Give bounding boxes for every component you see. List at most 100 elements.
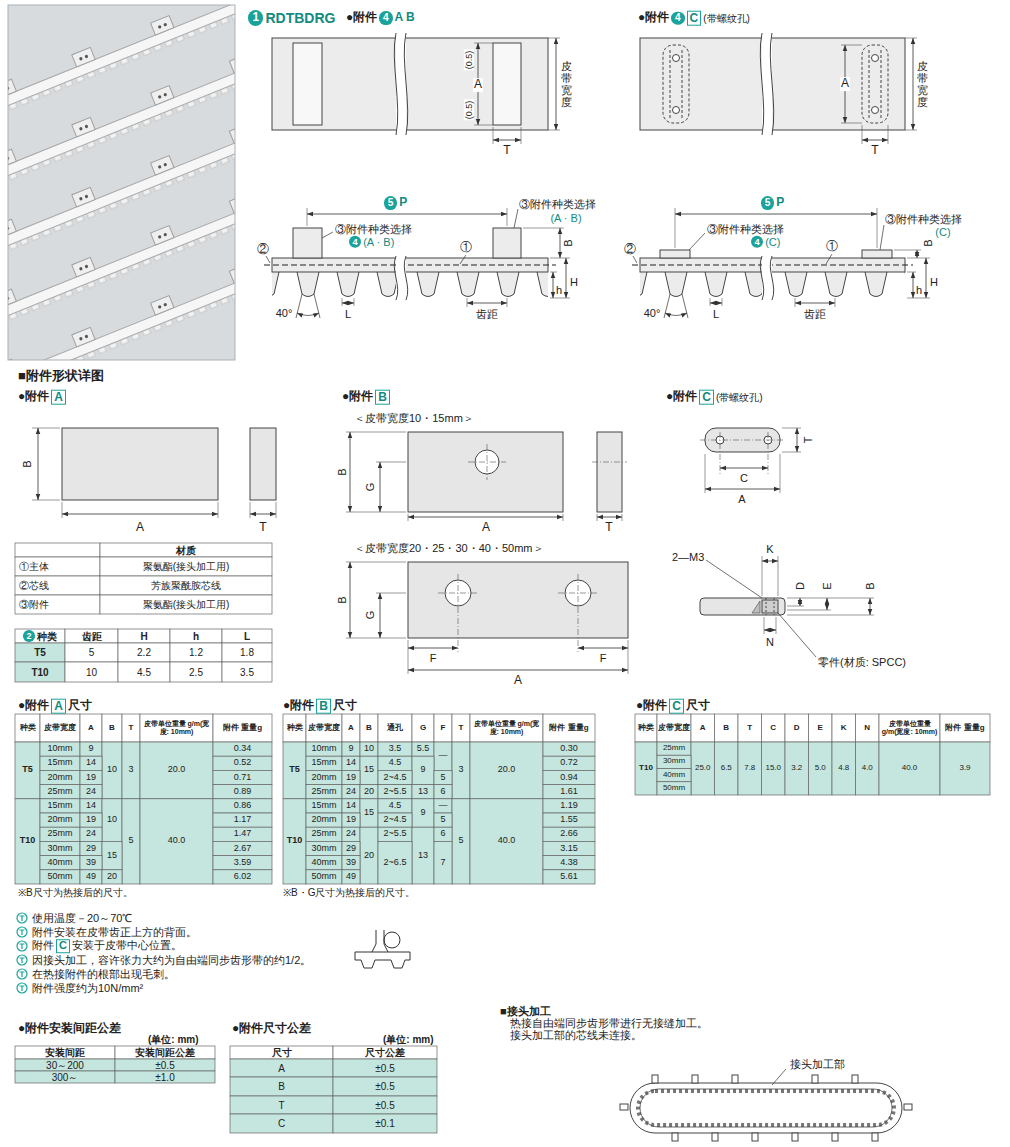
attachment-a-drawing [62,502,63,518]
table-cell-text: 20 [364,787,374,797]
label-group: ＜皮带宽度10・15mm＞ [354,412,474,425]
table-cell-ground [470,799,543,884]
table-cell-text: 6 [440,829,445,839]
table-cell-text: 25.0 [695,764,711,773]
table-cell-ground [122,714,140,742]
table-cell: 25mm [657,742,691,755]
label-group: ③附件种类选择 [885,213,962,226]
belt-side-view-ab [523,228,564,229]
table-cell-ground [378,841,412,884]
annotation-text: ＜皮带宽度20・25・30・40・50mm＞ [354,542,544,555]
attachment-b-drawing [346,432,406,433]
table-cell-text: 20mm [47,815,72,825]
belt-top-view-c [862,45,888,123]
table-cell-text: 5.5 [417,744,430,754]
table-cell-ground [333,1046,437,1059]
table-cell: 0.86 [213,799,272,813]
table-cell: T10 [635,742,657,795]
table-cell-text: T5 [34,647,46,658]
annotation-text: ●附件 [283,699,314,713]
attachment-b-drawing [346,512,406,513]
table-cell-text: 5.61 [560,872,578,882]
table-cell-text: T [129,724,134,733]
attachment-c-drawing [787,606,804,607]
annotation-text: ●附件 [636,699,667,713]
tag-letter: A [51,390,66,405]
annotation-text: A B [395,11,415,25]
joint-loop-belt [692,1075,698,1083]
table-cell: N [856,714,880,742]
table-cell: 5 [434,813,452,827]
table-cell-text: A [278,1063,285,1074]
belt-top-view-c [888,125,889,144]
attachment-c-drawing [762,556,763,596]
table-cell: T5 [15,742,40,799]
table-cell-text: ②芯线 [19,580,49,591]
table-cell-text: 20mm [311,815,336,825]
annotation-text: C [740,472,748,485]
table-cell: 49 [80,870,102,884]
belt-top-view-c [881,50,882,118]
table-cell: 皮带单位重量 g/m(宽度: 10mm) [879,714,940,742]
table-cell-ground [80,770,102,784]
attachment-c-drawing [797,428,798,452]
attachment-a-drawing [218,502,219,518]
dimension-label: G [364,483,377,492]
belt-side-view-ab [560,228,561,258]
table-cell-ground [434,714,452,742]
table-cell: 芳族聚酰胺芯线 [100,576,272,595]
table-cell-text: 4.5 [389,758,402,768]
joint-loop-belt [630,1083,902,1133]
table-cell-ground [856,742,880,795]
table-cell: 10 [360,742,378,756]
table-cell-text: 1.17 [234,815,252,825]
joint-loop-belt [772,1069,786,1085]
label-group: G [366,481,375,494]
table-cell-text: 20.0 [498,765,516,775]
attachment-b-drawing [376,593,406,594]
table-cell-text: 30mm [311,844,336,854]
annotation-text: (C) [765,236,780,249]
note-icon [17,913,27,993]
table-cell: 4.5 [378,799,412,813]
note-icon [17,927,27,937]
attachment-c-drawing [782,428,801,429]
table-cell-text: 50mm [47,872,72,882]
label-group: 4(C) [751,236,780,249]
table-cell-text: 0.71 [234,773,252,783]
table-cell-ground [879,742,940,795]
dimension-label: (0.5) [464,100,474,121]
table-cell-ground [122,742,140,799]
belt-top-view-ab [394,33,397,135]
table-cell-text: 7 [440,858,445,868]
table-cell: 5 [434,770,452,784]
annotation-text: ●附件 [342,390,373,404]
attachment-b-drawing [408,648,458,649]
belt-side-view-ab [354,298,355,306]
table-cell: 0.72 [543,756,595,770]
table-cell-text: 15 [364,765,374,775]
table-cell-text: 40.0 [498,836,516,846]
table-cell-text: 4.38 [560,858,578,868]
annotation-text: ■接头加工 [500,1005,551,1018]
belt-side-view-c [826,254,832,264]
label-group: K [766,543,773,556]
table-cell-ground [378,770,412,784]
label-group: h [556,284,562,297]
attachment-a-drawing [32,428,276,518]
table-cell-text: 皮带单位重量 g/m(宽度: 10mm) [141,720,212,735]
attachment-b-drawing [628,640,629,674]
table-cell-text: 皮带单位重量 g/m(宽度: 10mm) [471,720,542,735]
table-cell-text: 0.52 [234,758,252,768]
table-cell: T [738,714,762,742]
table-cell: 5.0 [809,742,833,795]
table-cell: 40mm [40,856,80,870]
table-cell: 19 [342,770,360,784]
table-cell: 30mm [40,841,80,855]
table-cell-ground [15,557,100,576]
belt-side-view-ab [293,228,322,258]
joint-loop-belt [712,1133,718,1141]
attachment-b-drawing [592,462,627,463]
attachment-c-drawing [706,560,762,598]
annotation-text: 零件(材质: SPCC) [818,656,906,669]
